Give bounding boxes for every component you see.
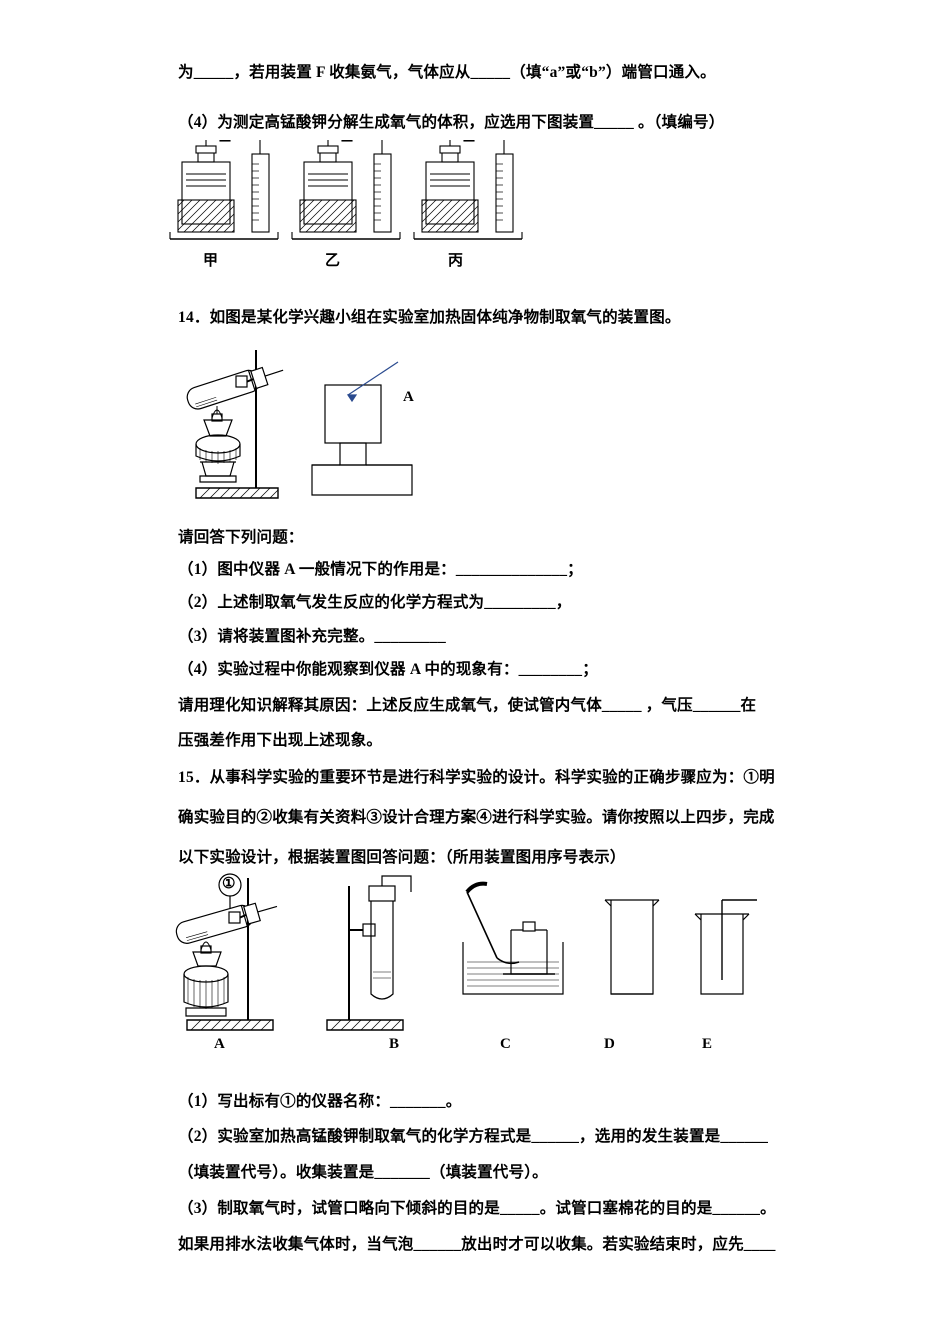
figure-label-e: E — [702, 1036, 713, 1052]
paragraph-line: （3）请将装置图补充完整。_________ — [178, 628, 446, 645]
figure-three-gas-apparatus — [160, 140, 560, 260]
paragraph-line: （1）写出标有①的仪器名称：_______。 — [178, 1093, 462, 1110]
paragraph-line: 确实验目的②收集有关资料③设计合理方案④进行科学实验。请你按照以上四步，完成 — [178, 809, 775, 826]
figure-five-apparatus — [155, 870, 775, 1035]
figure-heating-apparatus — [160, 340, 460, 520]
paragraph-line: 压强差作用下出现上述现象。 — [178, 732, 383, 749]
paragraph-line: （2）实验室加热高锰酸钾制取氧气的化学方程式是______，选用的发生装置是__… — [178, 1128, 769, 1145]
figure-label-d: D — [604, 1036, 615, 1052]
figure-label-circle-one: ① — [222, 876, 236, 892]
paragraph-line: 为_____，若用装置 F 收集氨气，气体应从_____（填“a”或“b”）端管… — [178, 64, 716, 81]
figure-label-bing: 丙 — [448, 253, 464, 269]
figure-label-a: A — [403, 389, 414, 405]
paragraph-line: （3）制取氧气时，试管口略向下倾斜的目的是_____。试管口塞棉花的目的是___… — [178, 1200, 776, 1217]
paragraph-line: 如果用排水法收集气体时，当气泡______放出时才可以收集。若实验结束时，应先_… — [178, 1236, 776, 1253]
paragraph-line: 请回答下列问题： — [178, 529, 304, 546]
figure-label-a: A — [214, 1036, 225, 1052]
paragraph-line: 以下实验设计，根据装置图回答问题：（所用装置图用序号表示） — [178, 849, 626, 866]
paragraph-line: 15．从事科学实验的重要环节是进行科学实验的设计。科学实验的正确步骤应为：①明 — [178, 769, 775, 786]
paragraph-line: （4）实验过程中你能观察到仪器 A 中的现象有：________； — [178, 661, 598, 678]
paragraph-line: （4）为测定高锰酸钾分解生成氧气的体积，应选用下图装置_____ 。（填编号） — [178, 114, 725, 131]
paragraph-line: 请用理化知识解释其原因：上述反应生成氧气，使试管内气体_____ ，气压____… — [178, 697, 757, 714]
figure-label-jia: 甲 — [203, 253, 219, 269]
paragraph-line: 14．如图是某化学兴趣小组在实验室加热固体纯净物制取氧气的装置图。 — [178, 309, 681, 326]
figure-label-yi: 乙 — [325, 253, 341, 269]
figure-label-b: B — [389, 1036, 400, 1052]
paragraph-line: （1）图中仪器 A 一般情况下的作用是：______________； — [178, 561, 583, 578]
paragraph-line: （2）上述制取氧气发生反应的化学方程式为_________， — [178, 594, 572, 611]
figure-label-c: C — [500, 1036, 511, 1052]
paragraph-line: （填装置代号）。收集装置是_______（填装置代号）。 — [178, 1164, 548, 1181]
